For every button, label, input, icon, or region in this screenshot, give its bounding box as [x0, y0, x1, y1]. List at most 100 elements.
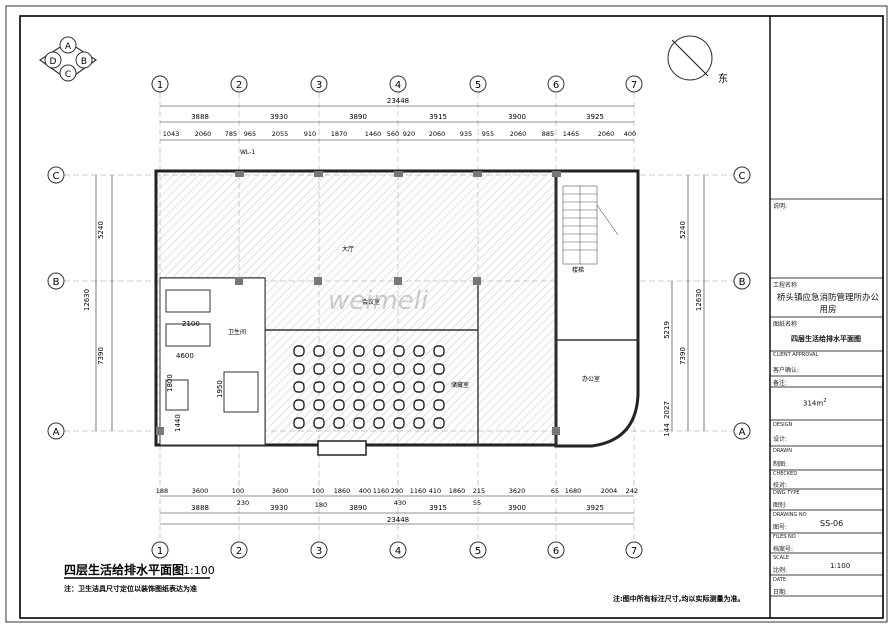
seat	[353, 363, 365, 375]
seat	[313, 363, 325, 375]
seat	[333, 363, 345, 375]
svg-text:65: 65	[551, 487, 559, 495]
right-dim-5219: 5219	[663, 321, 671, 339]
top-dimension-lines	[160, 105, 634, 141]
seat	[393, 381, 405, 393]
seat	[333, 345, 345, 357]
seat	[413, 417, 425, 429]
svg-text:1043: 1043	[163, 130, 180, 138]
seat	[413, 381, 425, 393]
bottom-total-dim: 23448	[387, 516, 409, 524]
svg-text:965: 965	[244, 130, 256, 138]
svg-text:2060: 2060	[510, 130, 527, 138]
drawing-no-en: DRAWING NO	[773, 512, 807, 518]
scale-en: SCALE	[773, 555, 790, 561]
svg-text:3620: 3620	[509, 487, 526, 495]
axis-top-5: 5	[475, 80, 481, 91]
axis-top-1: 1	[157, 80, 163, 91]
axis-bottom-1: 1	[157, 546, 163, 557]
seat	[313, 399, 325, 411]
axis-top-2: 2	[236, 80, 242, 91]
top-detail-dims: 1043 2060 785 965 2055 910 1870 1460 560…	[163, 130, 636, 138]
svg-text:1160: 1160	[410, 487, 427, 495]
meeting-room-seats	[293, 345, 445, 429]
seat	[313, 345, 325, 357]
checked-en: CHECKED	[773, 471, 798, 477]
left-dim-12630: 12630	[83, 289, 91, 311]
axis-top-3: 3	[316, 80, 322, 91]
top-span-dims: 3888 3930 3890 3915 3900 3925	[191, 113, 604, 121]
svg-text:3900: 3900	[508, 504, 526, 512]
axis-top-7: 7	[631, 80, 637, 91]
compass-a-label: A	[65, 42, 72, 52]
seat	[373, 399, 385, 411]
seat	[373, 345, 385, 357]
seat	[333, 399, 345, 411]
svg-text:1465: 1465	[563, 130, 580, 138]
drawing-name: 四层生活给排水平面图	[791, 335, 861, 343]
seat	[433, 345, 445, 357]
axis-right-a: A	[739, 427, 746, 438]
svg-text:1860: 1860	[334, 487, 351, 495]
compass-d-label: D	[50, 57, 57, 67]
svg-text:2060: 2060	[429, 130, 446, 138]
side-dimension-lines	[95, 175, 705, 431]
seat	[353, 399, 365, 411]
design-en: DESIGN	[773, 422, 793, 428]
seat	[433, 381, 445, 393]
left-dim-5240: 5240	[97, 221, 105, 239]
svg-text:920: 920	[403, 130, 415, 138]
drawn-label: 制图:	[773, 461, 788, 468]
title-block-grid	[770, 198, 883, 597]
project-label: 工程名称	[773, 282, 798, 289]
dim-1800: 1800	[166, 374, 174, 392]
svg-text:3600: 3600	[192, 487, 209, 495]
seat	[393, 363, 405, 375]
svg-text:400: 400	[359, 487, 371, 495]
svg-text:2060: 2060	[598, 130, 615, 138]
seat	[413, 399, 425, 411]
files-no-label: 档案号:	[773, 546, 794, 553]
scale-label: 比例:	[773, 567, 788, 574]
seat	[413, 363, 425, 375]
seat	[313, 381, 325, 393]
seat	[393, 399, 405, 411]
svg-text:935: 935	[460, 130, 472, 138]
axis-bubbles-sides: C B A C B A	[47, 166, 751, 440]
seat	[293, 345, 305, 357]
seat	[433, 399, 445, 411]
svg-text:3890: 3890	[349, 113, 367, 121]
svg-text:785: 785	[225, 130, 237, 138]
checked-label: 校对:	[773, 482, 788, 489]
axis-top-4: 4	[395, 80, 401, 91]
seat	[313, 417, 325, 429]
svg-text:3888: 3888	[191, 504, 209, 512]
svg-text:242: 242	[626, 487, 638, 495]
axis-bottom-6: 6	[553, 546, 559, 557]
note-right: 注:图中所有标注尺寸,均以实际测量为准。	[613, 594, 744, 603]
svg-text:3600: 3600	[272, 487, 289, 495]
client-label-en: CLIENT APPROVAL	[773, 352, 819, 358]
seat	[433, 363, 445, 375]
axis-left-c: C	[53, 171, 60, 182]
date-en: DATE	[773, 577, 787, 583]
files-no-en: FILES NO	[773, 534, 796, 540]
note-label: 备注:	[773, 380, 788, 387]
svg-text:1160: 1160	[373, 487, 390, 495]
outer-border	[5, 5, 888, 623]
svg-text:1680: 1680	[565, 487, 582, 495]
drawn-en: DRAWN	[773, 448, 792, 454]
project-name: 桥头镇应急消防管理所办公用房	[776, 293, 879, 315]
axis-left-a: A	[53, 427, 60, 438]
date-label: 日期:	[773, 589, 788, 596]
hall-label: 大厅	[342, 245, 354, 253]
seat	[353, 381, 365, 393]
drawing-title: 四层生活给排水平面图	[64, 562, 184, 577]
svg-text:3930: 3930	[270, 504, 288, 512]
scale-value: 1:100	[830, 562, 851, 570]
toilet-label: 卫生间	[228, 328, 246, 336]
seat	[373, 381, 385, 393]
bottom-dimension-lines	[160, 495, 634, 525]
